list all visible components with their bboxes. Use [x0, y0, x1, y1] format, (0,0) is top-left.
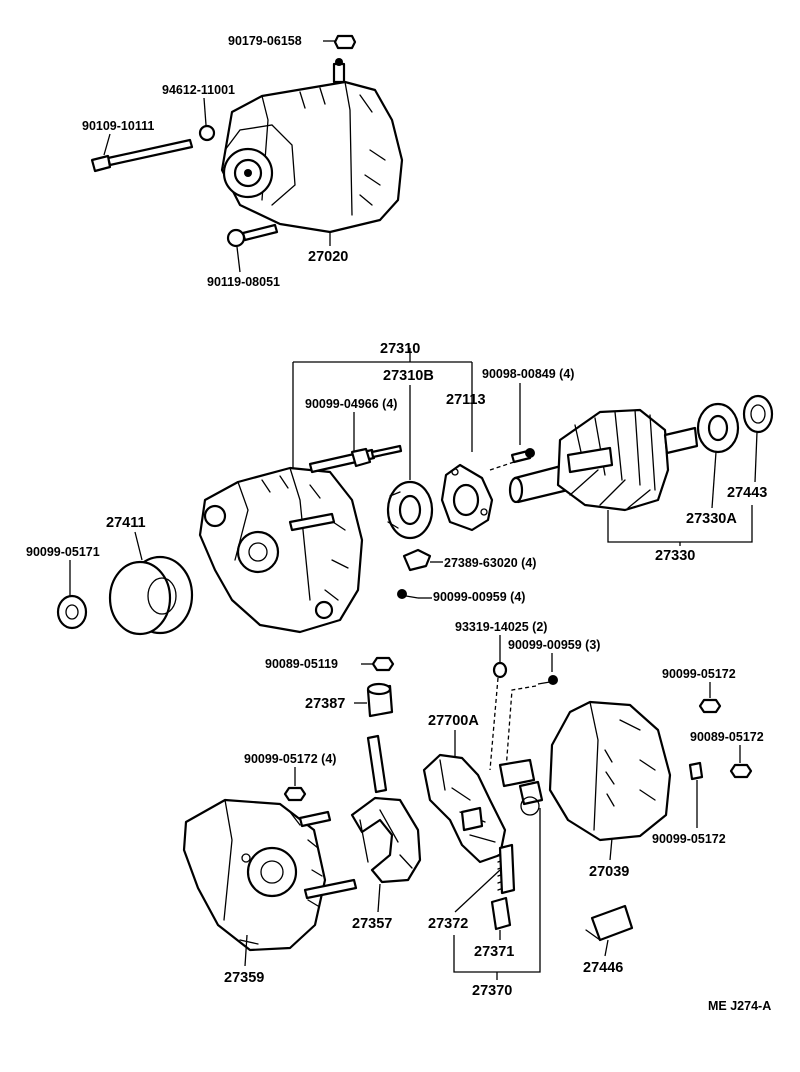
- label-27389-63020: 27389-63020 (4): [444, 556, 536, 570]
- rear-cover-27039-icon: [548, 700, 672, 842]
- label-90109-10111: 90109-10111: [82, 119, 154, 133]
- label-90099-05172c: 90099-05172: [652, 832, 726, 846]
- label-27330: 27330: [655, 548, 695, 564]
- label-27371: 27371: [474, 944, 514, 960]
- label-94612-11001: 94612-11001: [162, 83, 235, 97]
- insulator-27357-icon: [350, 734, 422, 884]
- connector-icon: [498, 758, 544, 816]
- label-90089-05172: 90089-05172: [690, 730, 764, 744]
- label-90099-05172a: 90099-05172: [662, 667, 736, 681]
- label-90099-00959: 90099-00959 (4): [433, 590, 525, 604]
- label-27411: 27411: [106, 515, 146, 531]
- label-27700A: 27700A: [428, 713, 479, 729]
- label-27357: 27357: [352, 916, 392, 932]
- dashed-guide: [489, 677, 537, 771]
- label-90099-05171: 90099-05171: [26, 545, 100, 559]
- washer-93319-14025-icon: [492, 661, 508, 679]
- bolt-90109-10111-icon: [90, 138, 194, 173]
- brush-27371-icon: [490, 896, 512, 931]
- regulator-27700A-icon: [422, 753, 507, 864]
- drive-end-frame-icon: [198, 466, 364, 634]
- clip-27446-icon: [585, 904, 634, 942]
- brush-spring-27372-icon: [497, 843, 516, 895]
- label-27387: 27387: [305, 696, 345, 712]
- leader-line: [236, 246, 241, 273]
- leader-line: [203, 97, 207, 126]
- label-27020: 27020: [308, 249, 348, 265]
- label-27370: 27370: [472, 983, 512, 999]
- label-27443: 27443: [727, 485, 767, 501]
- retainer-plate-27113-icon: [440, 463, 494, 532]
- leader-line: [134, 531, 143, 561]
- bracket-27310: [292, 348, 473, 478]
- label-27446: 27446: [583, 960, 623, 976]
- nut-90099-05172c-icon: [688, 761, 704, 781]
- screw-90098-00849-icon: [510, 448, 535, 464]
- nut-90089-05172-icon: [729, 763, 753, 779]
- label-27113: 27113: [446, 392, 486, 408]
- screw-90099-00959-icon: [397, 589, 419, 599]
- nut-90099-05172-4-icon: [283, 786, 307, 802]
- nut-90089-05119-icon: [371, 656, 395, 672]
- label-90089-05119: 90089-05119: [265, 657, 338, 671]
- dashed-guide: [489, 459, 521, 471]
- label-90099-05172-4: 90099-05172 (4): [244, 752, 336, 766]
- label-27330A: 27330A: [686, 511, 737, 527]
- label-90099-00959b: 90099-00959 (3): [508, 638, 600, 652]
- washer-94612-11001-icon: [198, 124, 216, 142]
- leader-line: [604, 939, 609, 957]
- bearing-27330A-icon: [696, 402, 740, 454]
- label-27039: 27039: [589, 864, 629, 880]
- nut-90099-05171-icon: [56, 594, 88, 630]
- leader-line: [377, 883, 381, 913]
- label-27310B: 27310B: [383, 368, 434, 384]
- label-90119-08051: 90119-08051: [207, 275, 280, 289]
- bearing-27310B-icon: [386, 480, 434, 540]
- figure-code: ME J274-A: [708, 999, 771, 1013]
- label-27310: 27310: [380, 341, 420, 357]
- label-27359: 27359: [224, 970, 264, 986]
- alternator-assembly: [220, 58, 404, 234]
- leader-line: [103, 133, 111, 156]
- spacer-27389-icon: [402, 548, 432, 572]
- pulley-27411-icon: [108, 555, 194, 636]
- leader-line: [609, 837, 613, 861]
- leader-line: [711, 451, 717, 509]
- screw-90099-00959b-icon: [537, 675, 558, 685]
- label-90098-00849: 90098-00849 (4): [482, 367, 574, 381]
- nut-90179-06158-icon: [333, 34, 357, 50]
- rectifier-end-frame-27359-icon: [182, 798, 358, 952]
- leader-line: [754, 431, 758, 483]
- leader-line: [244, 934, 248, 967]
- label-27372: 27372: [428, 916, 468, 932]
- nut-90099-05172a-icon: [698, 698, 722, 714]
- label-90099-04966: 90099-04966 (4): [305, 397, 397, 411]
- label-90179-06158: 90179-06158: [228, 34, 302, 48]
- leader-line: [454, 869, 501, 913]
- label-93319-14025: 93319-14025 (2): [455, 620, 547, 634]
- bushing-27387-icon: [366, 682, 394, 718]
- bearing-cover-27443-icon: [742, 394, 774, 434]
- stud-bolt-90099-04966-icon: [308, 444, 403, 474]
- rotor-assembly-icon: [508, 408, 699, 512]
- bolt-90119-08051-icon: [226, 223, 279, 248]
